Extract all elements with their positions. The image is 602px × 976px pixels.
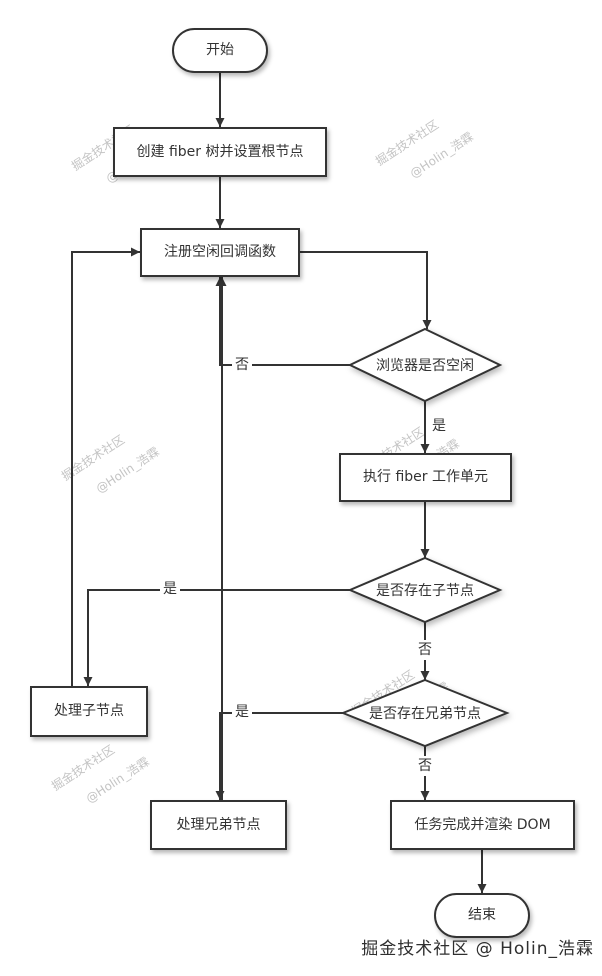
edge-label-child-no: 否 [415,640,435,660]
node-start: 开始 [172,28,268,73]
edge-haschild-yes-to-child [83,589,350,686]
decision-has-sibling-shape [340,678,510,748]
node-render-dom: 任务完成并渲染 DOM [390,800,575,850]
node-execute-fiber-unit: 执行 fiber 工作单元 [339,453,512,502]
edge-label-idle-yes: 是 [429,416,449,436]
node-process-child: 处理子节点 [30,686,148,737]
node-end: 结束 [434,893,530,938]
node-process-sibling: 处理兄弟节点 [150,800,287,850]
edge-child-loop-to-register [71,247,140,686]
edge-label-child-yes: 是 [160,579,180,599]
footer-watermark: 掘金技术社区 @ Holin_浩霖 [361,939,594,959]
edge-hassibling-yes-to-sibling [215,712,343,800]
edge-label-sibling-no: 否 [415,756,435,776]
edge-register-to-idle [300,251,432,329]
node-register-idle-callback: 注册空闲回调函数 [140,228,300,277]
node-create-fiber-tree: 创建 fiber 树并设置根节点 [113,127,327,177]
decision-has-child-shape [347,556,503,624]
edge-label-sibling-yes: 是 [232,702,252,722]
edge-label-idle-no: 否 [232,355,252,375]
decision-browser-idle-shape [347,327,503,403]
edge-idle-no-to-register [215,277,350,366]
